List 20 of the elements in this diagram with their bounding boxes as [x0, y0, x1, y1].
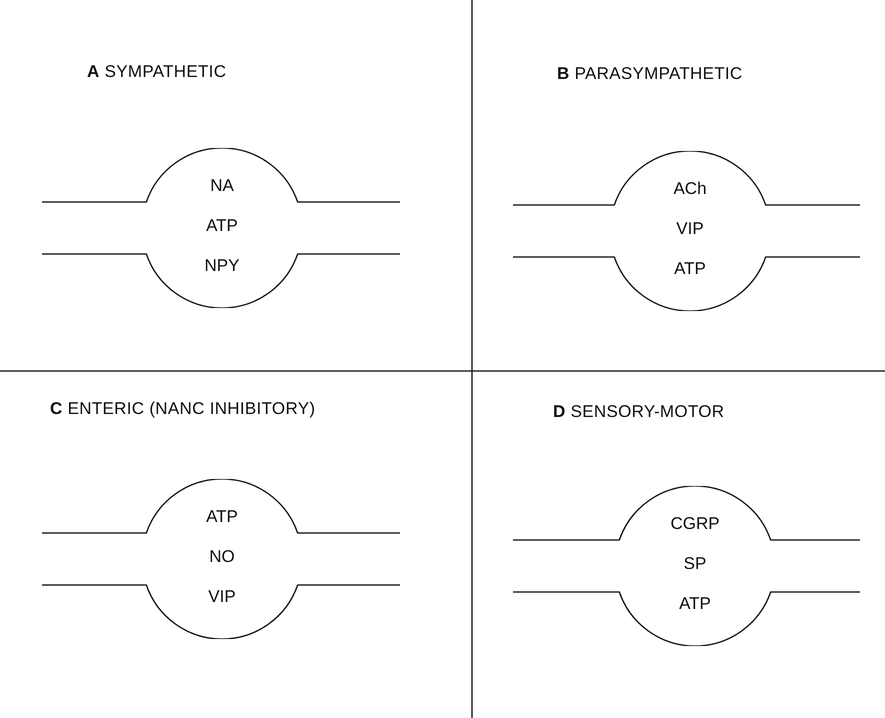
panel-heading: B PARASYMPATHETIC [557, 64, 743, 84]
transmitter-label: VIP [208, 587, 236, 607]
panel-heading: A SYMPATHETIC [87, 62, 226, 82]
transmitter-label: CGRP [670, 514, 720, 534]
varicosity-drawing [42, 479, 400, 639]
varicosity-drawing [513, 486, 860, 646]
transmitter-label: ATP [674, 259, 706, 279]
transmitter-label: ATP [206, 507, 238, 527]
transmitter-label: VIP [676, 219, 704, 239]
panel-heading: D SENSORY-MOTOR [553, 402, 724, 422]
transmitter-label: ATP [206, 216, 238, 236]
panel-heading: C ENTERIC (NANC INHIBITORY) [50, 399, 316, 419]
transmitter-label: ATP [679, 594, 711, 614]
transmitter-label: NO [209, 547, 235, 567]
transmitter-label: SP [684, 554, 706, 574]
varicosity-drawing [42, 148, 400, 308]
transmitter-label: NA [210, 176, 234, 196]
varicosity-drawing [513, 151, 860, 311]
transmitter-label: NPY [204, 256, 240, 276]
transmitter-label: ACh [673, 179, 707, 199]
